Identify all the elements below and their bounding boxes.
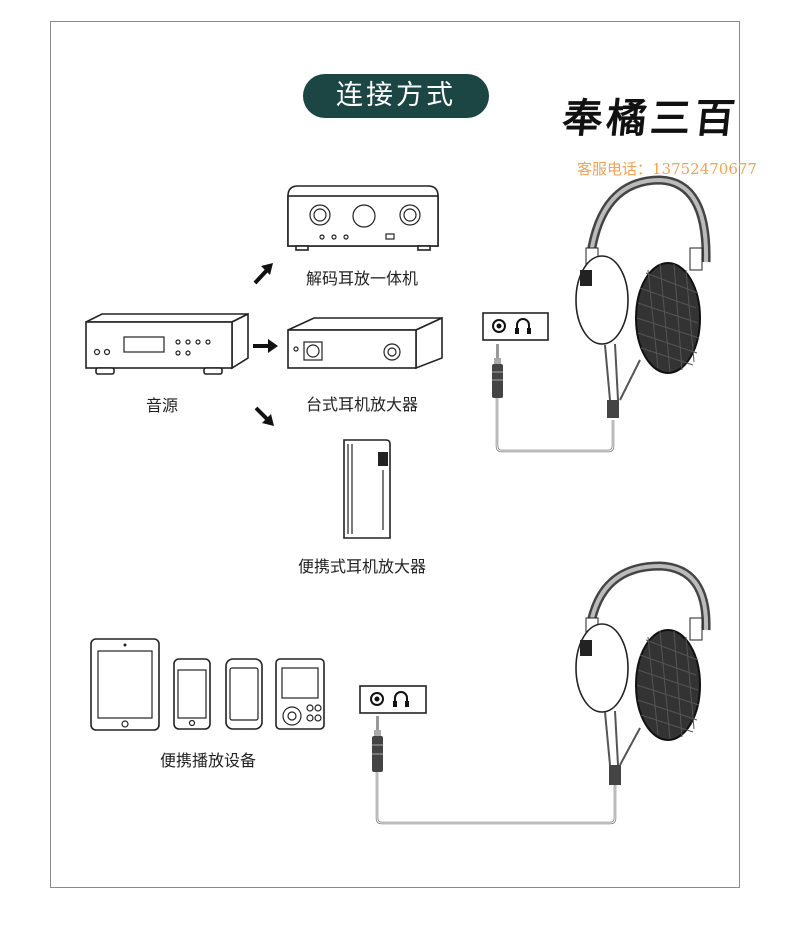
source-device-icon bbox=[85, 312, 249, 375]
audio-plug-icon bbox=[372, 716, 383, 772]
headphone-image-bottom bbox=[575, 561, 711, 785]
headphone-image-top bbox=[575, 175, 711, 418]
page-title: 连接方式 bbox=[303, 74, 489, 118]
tablet-icon bbox=[90, 638, 160, 731]
music-player-icon bbox=[275, 658, 325, 730]
dac-amp-label: 解码耳放一体机 bbox=[306, 269, 419, 288]
portable-player-label: 便携播放设备 bbox=[160, 751, 257, 770]
diagram-frame bbox=[50, 21, 740, 888]
dac-amp-icon bbox=[287, 185, 439, 251]
source-label: 音源 bbox=[146, 396, 179, 415]
phone-icon bbox=[173, 658, 211, 730]
portable-amp-icon bbox=[343, 439, 391, 539]
service-phone: 客服电话：13752470677 bbox=[577, 160, 757, 178]
smartphone-icon bbox=[225, 658, 263, 730]
jack-port-box-bottom bbox=[359, 685, 427, 714]
jack-port-box-top bbox=[482, 312, 549, 341]
audio-plug-icon bbox=[492, 344, 503, 398]
arrow-icon bbox=[253, 339, 278, 353]
portable-amp-label: 便携式耳机放大器 bbox=[298, 557, 427, 576]
jack-icon bbox=[492, 319, 506, 333]
desktop-amp-label: 台式耳机放大器 bbox=[306, 395, 419, 414]
arrow-icon bbox=[253, 263, 273, 285]
arrow-icon bbox=[254, 406, 274, 426]
jack-icon bbox=[370, 692, 384, 706]
desktop-amp-icon bbox=[287, 316, 443, 370]
